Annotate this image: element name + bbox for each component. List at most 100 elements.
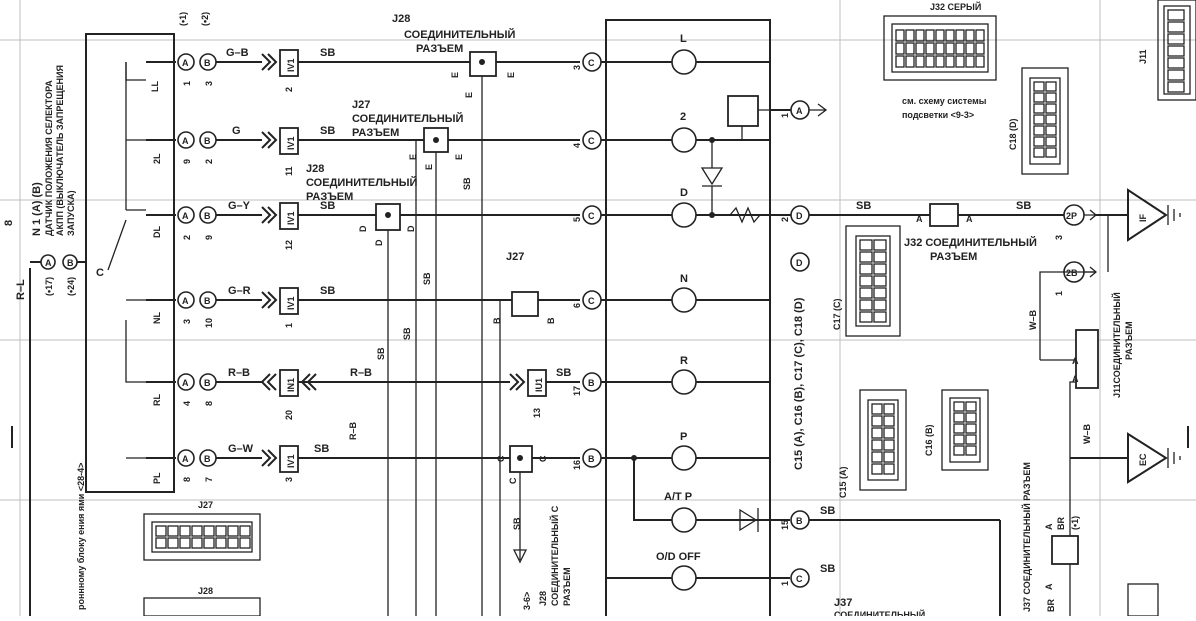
w-b-wire-lower <box>1040 359 1076 616</box>
sb-od: SB <box>820 563 835 575</box>
j28-low-label-3: РАЗЪЕМ <box>562 567 572 606</box>
pin-a-4: 3 <box>182 319 192 324</box>
connector-cavity <box>155 537 167 549</box>
connector-cavity <box>955 42 965 55</box>
sb-bus-3: SB <box>376 347 386 360</box>
connector-cavity <box>955 55 965 68</box>
svg-text:6: 6 <box>572 303 582 308</box>
ground-if: IF <box>1096 188 1181 242</box>
j28-top-label-1: J28 <box>392 13 410 25</box>
inline-pin-4: 1 <box>284 323 294 328</box>
svg-text:4: 4 <box>572 143 582 148</box>
sb-2: SB <box>320 125 335 137</box>
j37-box <box>1051 535 1079 565</box>
j11-pin-a1: A <box>1072 356 1079 366</box>
j27-label: СОЕДИНИТЕЛЬНЫЙ <box>352 112 464 125</box>
connector-cavity <box>859 311 873 323</box>
connector-cavity <box>203 537 215 549</box>
svg-text:D: D <box>406 225 416 232</box>
j37-sub: СОЕДИНИТЕЛЬНЫЙ <box>834 609 925 616</box>
svg-text:B: B <box>546 317 556 324</box>
svg-text:E: E <box>450 72 460 78</box>
page-number: 8 <box>3 220 15 226</box>
bus-wires <box>387 62 528 616</box>
connector-cavity <box>871 415 883 427</box>
svg-text:A: A <box>182 211 189 221</box>
connector-c15: C15 (A) <box>838 389 907 498</box>
inline-pin-3: 12 <box>284 240 294 250</box>
svg-text:C: C <box>588 211 595 221</box>
j37-label: J37 <box>834 597 852 609</box>
j32-label-1: J32 СОЕДИНИТЕЛЬНЫЙ <box>904 236 1037 249</box>
connector-cavity <box>965 423 977 434</box>
connector-cavity <box>179 537 191 549</box>
row-rl: RL A B 4 8 R–B IN1 20 R–B IU1 13 SB <box>146 367 580 420</box>
r-b-mid: R–B <box>350 367 372 379</box>
svg-text:E: E <box>424 164 434 170</box>
selector-common-pin: C <box>96 267 104 279</box>
wire-color-4: G–R <box>228 285 251 297</box>
connector-cavity <box>859 287 873 299</box>
illumination-box <box>727 95 759 127</box>
sb-d2: SB <box>1016 200 1031 212</box>
connector-cavity <box>1045 136 1057 147</box>
junction-j28-low: C C C <box>496 445 548 484</box>
inline-pin-6: 3 <box>284 477 294 482</box>
connector-cavity <box>859 263 873 275</box>
svg-text:J11: J11 <box>1138 49 1148 64</box>
connector-cavity <box>1167 9 1185 21</box>
connector-cavity <box>945 29 955 42</box>
supply-wire-label: R–L <box>15 279 27 300</box>
svg-text:J32 СЕРЫЙ: J32 СЕРЫЙ <box>930 1 981 12</box>
connector-cavity <box>883 403 895 415</box>
junction-j27: E E E <box>408 127 464 170</box>
svg-text:J27: J27 <box>198 500 213 510</box>
inline-1: IV1 <box>286 58 296 72</box>
connector-cavity <box>1167 81 1185 93</box>
inline-pin-5: 20 <box>284 410 294 420</box>
connector-cavity <box>905 42 915 55</box>
iu1-label: IU1 <box>534 378 544 392</box>
inline-3: IV1 <box>286 211 296 225</box>
diode-d <box>700 137 724 218</box>
connector-cavity <box>883 463 895 475</box>
connector-cavity <box>953 412 965 423</box>
row-pl: PL A B 8 7 G–W IV1 3 SB <box>146 443 580 484</box>
connector-cavity <box>1167 45 1185 57</box>
pin-b-2: 2 <box>204 159 214 164</box>
svg-text:A: A <box>182 136 189 146</box>
svg-text:IF: IF <box>1138 213 1148 222</box>
pin-a-1: 1 <box>182 81 192 86</box>
illumination-note-2: подсветки <9-3> <box>902 110 974 120</box>
row-dl: DL A B 2 9 G–Y IV1 12 SB <box>146 200 580 250</box>
connector-cavity <box>975 42 985 55</box>
connector-cavity <box>965 401 977 412</box>
connector-cavity <box>191 537 203 549</box>
row-ll: LL A B 1 3 G–B IV1 2 SB <box>146 47 580 92</box>
connector-cavity <box>975 29 985 42</box>
connector-cavity <box>203 525 215 537</box>
j27-mid-label: J27 <box>506 251 524 263</box>
connector-cavity <box>935 55 945 68</box>
meter-pins: C 3 C 4 C 5 C 6 B 17 B 16 <box>572 52 602 470</box>
connector-cavity <box>1045 92 1057 103</box>
variant-b2: (•2) <box>200 12 210 26</box>
j27-label-2: РАЗЪЕМ <box>352 127 399 139</box>
diode-atp <box>739 508 759 532</box>
connector-cavity <box>965 445 977 456</box>
connector-cavity <box>883 427 895 439</box>
svg-text:A: A <box>182 58 189 68</box>
svg-text:2: 2 <box>780 217 790 222</box>
connector-cavity <box>871 451 883 463</box>
connector-cavity <box>925 42 935 55</box>
connector-cavity <box>1033 114 1045 125</box>
resistor <box>729 206 761 224</box>
ground-pins: 2P 3 2B 1 <box>1054 204 1109 296</box>
connector-cavity <box>873 287 887 299</box>
svg-text:B: B <box>204 378 211 388</box>
svg-text:C: C <box>508 477 518 484</box>
connector-cavity <box>925 29 935 42</box>
svg-text:A: A <box>182 378 189 388</box>
